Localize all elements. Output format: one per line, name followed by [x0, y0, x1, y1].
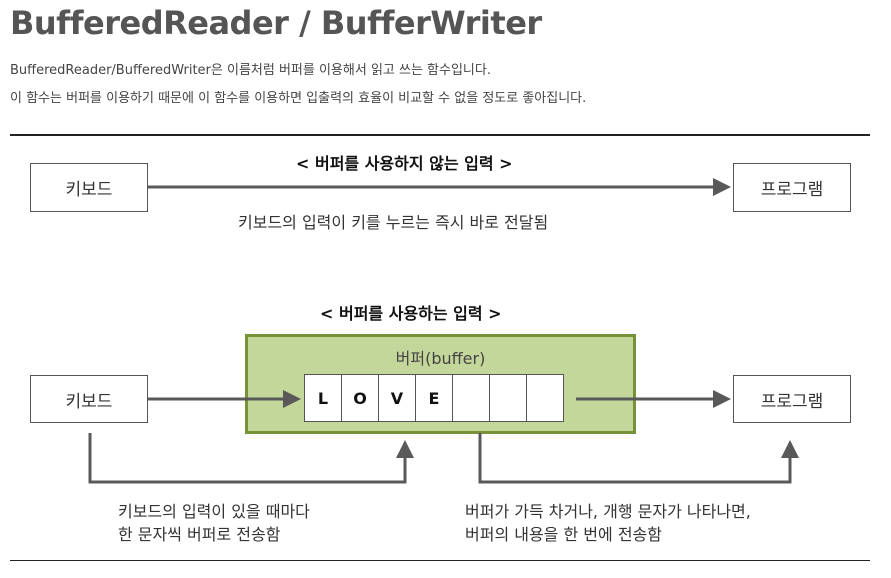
program-box-buffered: 프로그램 — [733, 375, 851, 423]
program-label: 프로그램 — [760, 180, 824, 200]
buffered-caption-right-1: 버퍼가 가득 차거나, 개행 문자가 나타나면, — [465, 502, 751, 521]
buffer-cell: L — [304, 374, 342, 422]
keyboard-box-unbuffered: 키보드 — [30, 163, 148, 212]
unbuffered-caption: 키보드의 입력이 키를 누르는 즉시 바로 전달됨 — [238, 213, 549, 232]
buffer-cell — [489, 374, 527, 422]
buffer-container: 버퍼(buffer) L O V E — [245, 334, 636, 434]
unbuffered-heading: < 버퍼를 사용하지 않는 입력 > — [296, 154, 513, 173]
description-line-2: 이 함수는 버퍼를 이용하기 때문에 이 함수를 이용하면 입출력의 효율이 비… — [10, 91, 587, 106]
keyboard-box-buffered: 키보드 — [30, 375, 148, 423]
description-line-1: BufferedReader/BufferedWriter은 이름처럼 버퍼를 … — [10, 63, 491, 78]
keyboard-label: 키보드 — [65, 180, 113, 200]
buffer-cell — [526, 374, 564, 422]
divider-top — [10, 134, 870, 136]
buffered-caption-left-2: 한 문자씩 버퍼로 전송함 — [118, 525, 281, 544]
buffered-caption-right-2: 버퍼의 내용을 한 번에 전송함 — [465, 525, 662, 544]
keyboard-label: 키보드 — [65, 391, 113, 412]
page-title: BufferedReader / BufferWriter — [10, 4, 542, 42]
buffer-cell: O — [341, 374, 379, 422]
program-box-unbuffered: 프로그램 — [733, 163, 851, 212]
buffered-heading: < 버퍼를 사용하는 입력 > — [320, 304, 502, 323]
buffer-title: 버퍼(buffer) — [395, 349, 486, 368]
program-label: 프로그램 — [760, 391, 824, 412]
buffer-cell: V — [378, 374, 416, 422]
buffer-cell — [452, 374, 490, 422]
buffer-cells: L O V E — [304, 374, 564, 422]
buffer-cell: E — [415, 374, 453, 422]
buffered-caption-left-1: 키보드의 입력이 있을 때마다 — [118, 502, 310, 521]
path-keyboard-to-buffer-lower — [88, 433, 414, 484]
path-buffer-to-program-lower — [478, 433, 799, 484]
divider-bottom — [10, 560, 870, 561]
